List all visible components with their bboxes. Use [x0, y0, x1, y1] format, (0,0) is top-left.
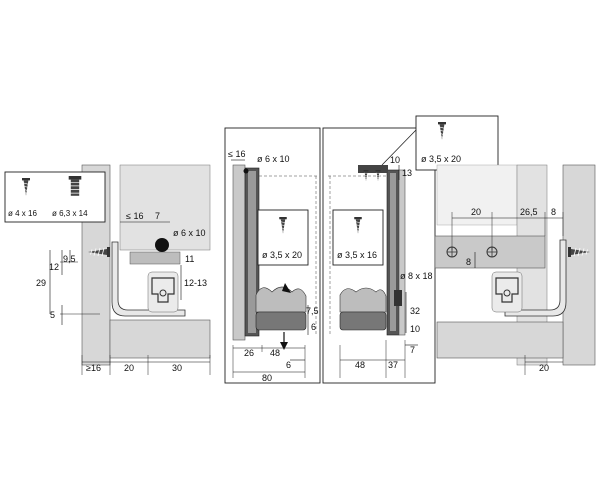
side-wall-right	[562, 164, 596, 366]
runner-clip-right	[491, 271, 523, 313]
center-right-view	[322, 127, 436, 384]
drawer-side	[129, 251, 181, 265]
cl-dim-80: 80	[262, 373, 272, 383]
dim-12-13: 12-13	[184, 278, 207, 288]
rv-dim-8b: 8	[466, 257, 471, 267]
dim-5: 5	[50, 310, 55, 320]
runner-clip	[147, 271, 179, 313]
bore-label: ø 6 x 10	[173, 228, 206, 238]
dim-ge16: ≥16	[86, 363, 101, 373]
runner-base	[255, 311, 307, 331]
dim-29: 29	[36, 278, 46, 288]
left-view	[49, 164, 211, 375]
right-view	[434, 164, 596, 375]
drawer-bottom-panel-right	[436, 321, 564, 359]
screw-6x14-icon	[68, 176, 82, 196]
locking-clip-right	[339, 287, 387, 313]
screw-label-4x16: ø 4 x 16	[8, 209, 37, 218]
cr-dim-37: 37	[388, 360, 398, 370]
rv-dim-8a: 8	[551, 207, 556, 217]
arrow-down-icon	[280, 342, 288, 350]
mounting-bracket-right	[504, 239, 567, 317]
top-screw-callout	[381, 115, 499, 171]
bore-hole-icon	[155, 238, 169, 252]
cr-dim-10: 10	[390, 155, 400, 165]
cr-dim-7: 7	[410, 345, 415, 355]
cl-dim-48: 48	[270, 348, 280, 358]
locking-clip	[255, 286, 307, 313]
rv-dim-20: 20	[471, 207, 481, 217]
dim-11: 11	[185, 254, 194, 264]
rv-dim-26-5: 26,5	[520, 207, 538, 217]
screw-legend-box	[4, 171, 106, 223]
mounting-bracket	[111, 241, 186, 317]
dim-7: 7	[155, 211, 160, 221]
cl-screw-label: ø 3,5 x 20	[262, 250, 302, 260]
cl-dim-6a: 6	[311, 322, 316, 332]
dim-9-5: 9,5	[63, 254, 76, 264]
cl-dim-6b: 6	[286, 360, 291, 370]
top-screws-icon	[358, 165, 388, 182]
runner-base-right	[339, 311, 387, 331]
legend-frame	[4, 171, 106, 223]
cl-dim-7-5: 7,5	[306, 306, 319, 316]
cabinet-side-panel	[232, 164, 246, 341]
cr-screw-label: ø 3,5 x 16	[337, 250, 377, 260]
center-left-view	[224, 127, 321, 384]
top-callout-frame	[415, 115, 499, 171]
cr-dim-48: 48	[355, 360, 365, 370]
dim-20: 20	[124, 363, 134, 373]
cl-dim-26: 26	[244, 348, 254, 358]
cr-dim-10b: 10	[410, 324, 420, 334]
dim-30: 30	[172, 363, 182, 373]
dim-12: 12	[49, 262, 59, 272]
cabinet-interior	[119, 164, 211, 251]
cr-dim-13: 13	[402, 168, 412, 178]
dim-le16: ≤ 16	[126, 211, 143, 221]
labels: ø 4 x 16 ø 6,3 x 14 ø 6 x 10 ≤ 16 7 11 9…	[8, 149, 556, 383]
top-screw-label: ø 3,5 x 20	[421, 154, 461, 164]
cr-dim-32: 32	[410, 306, 420, 316]
cl-bore: ø 6 x 10	[257, 154, 290, 164]
screw-label-6x14: ø 6,3 x 14	[52, 209, 88, 218]
front-fixing-block	[394, 290, 402, 306]
arrow-icon	[282, 283, 291, 293]
cl-dim-le16: ≤ 16	[228, 149, 245, 159]
drawer-bottom-panel	[109, 319, 211, 359]
cr-bore: ø 8 x 18	[400, 271, 433, 281]
rv-dim-20b: 20	[539, 363, 549, 373]
